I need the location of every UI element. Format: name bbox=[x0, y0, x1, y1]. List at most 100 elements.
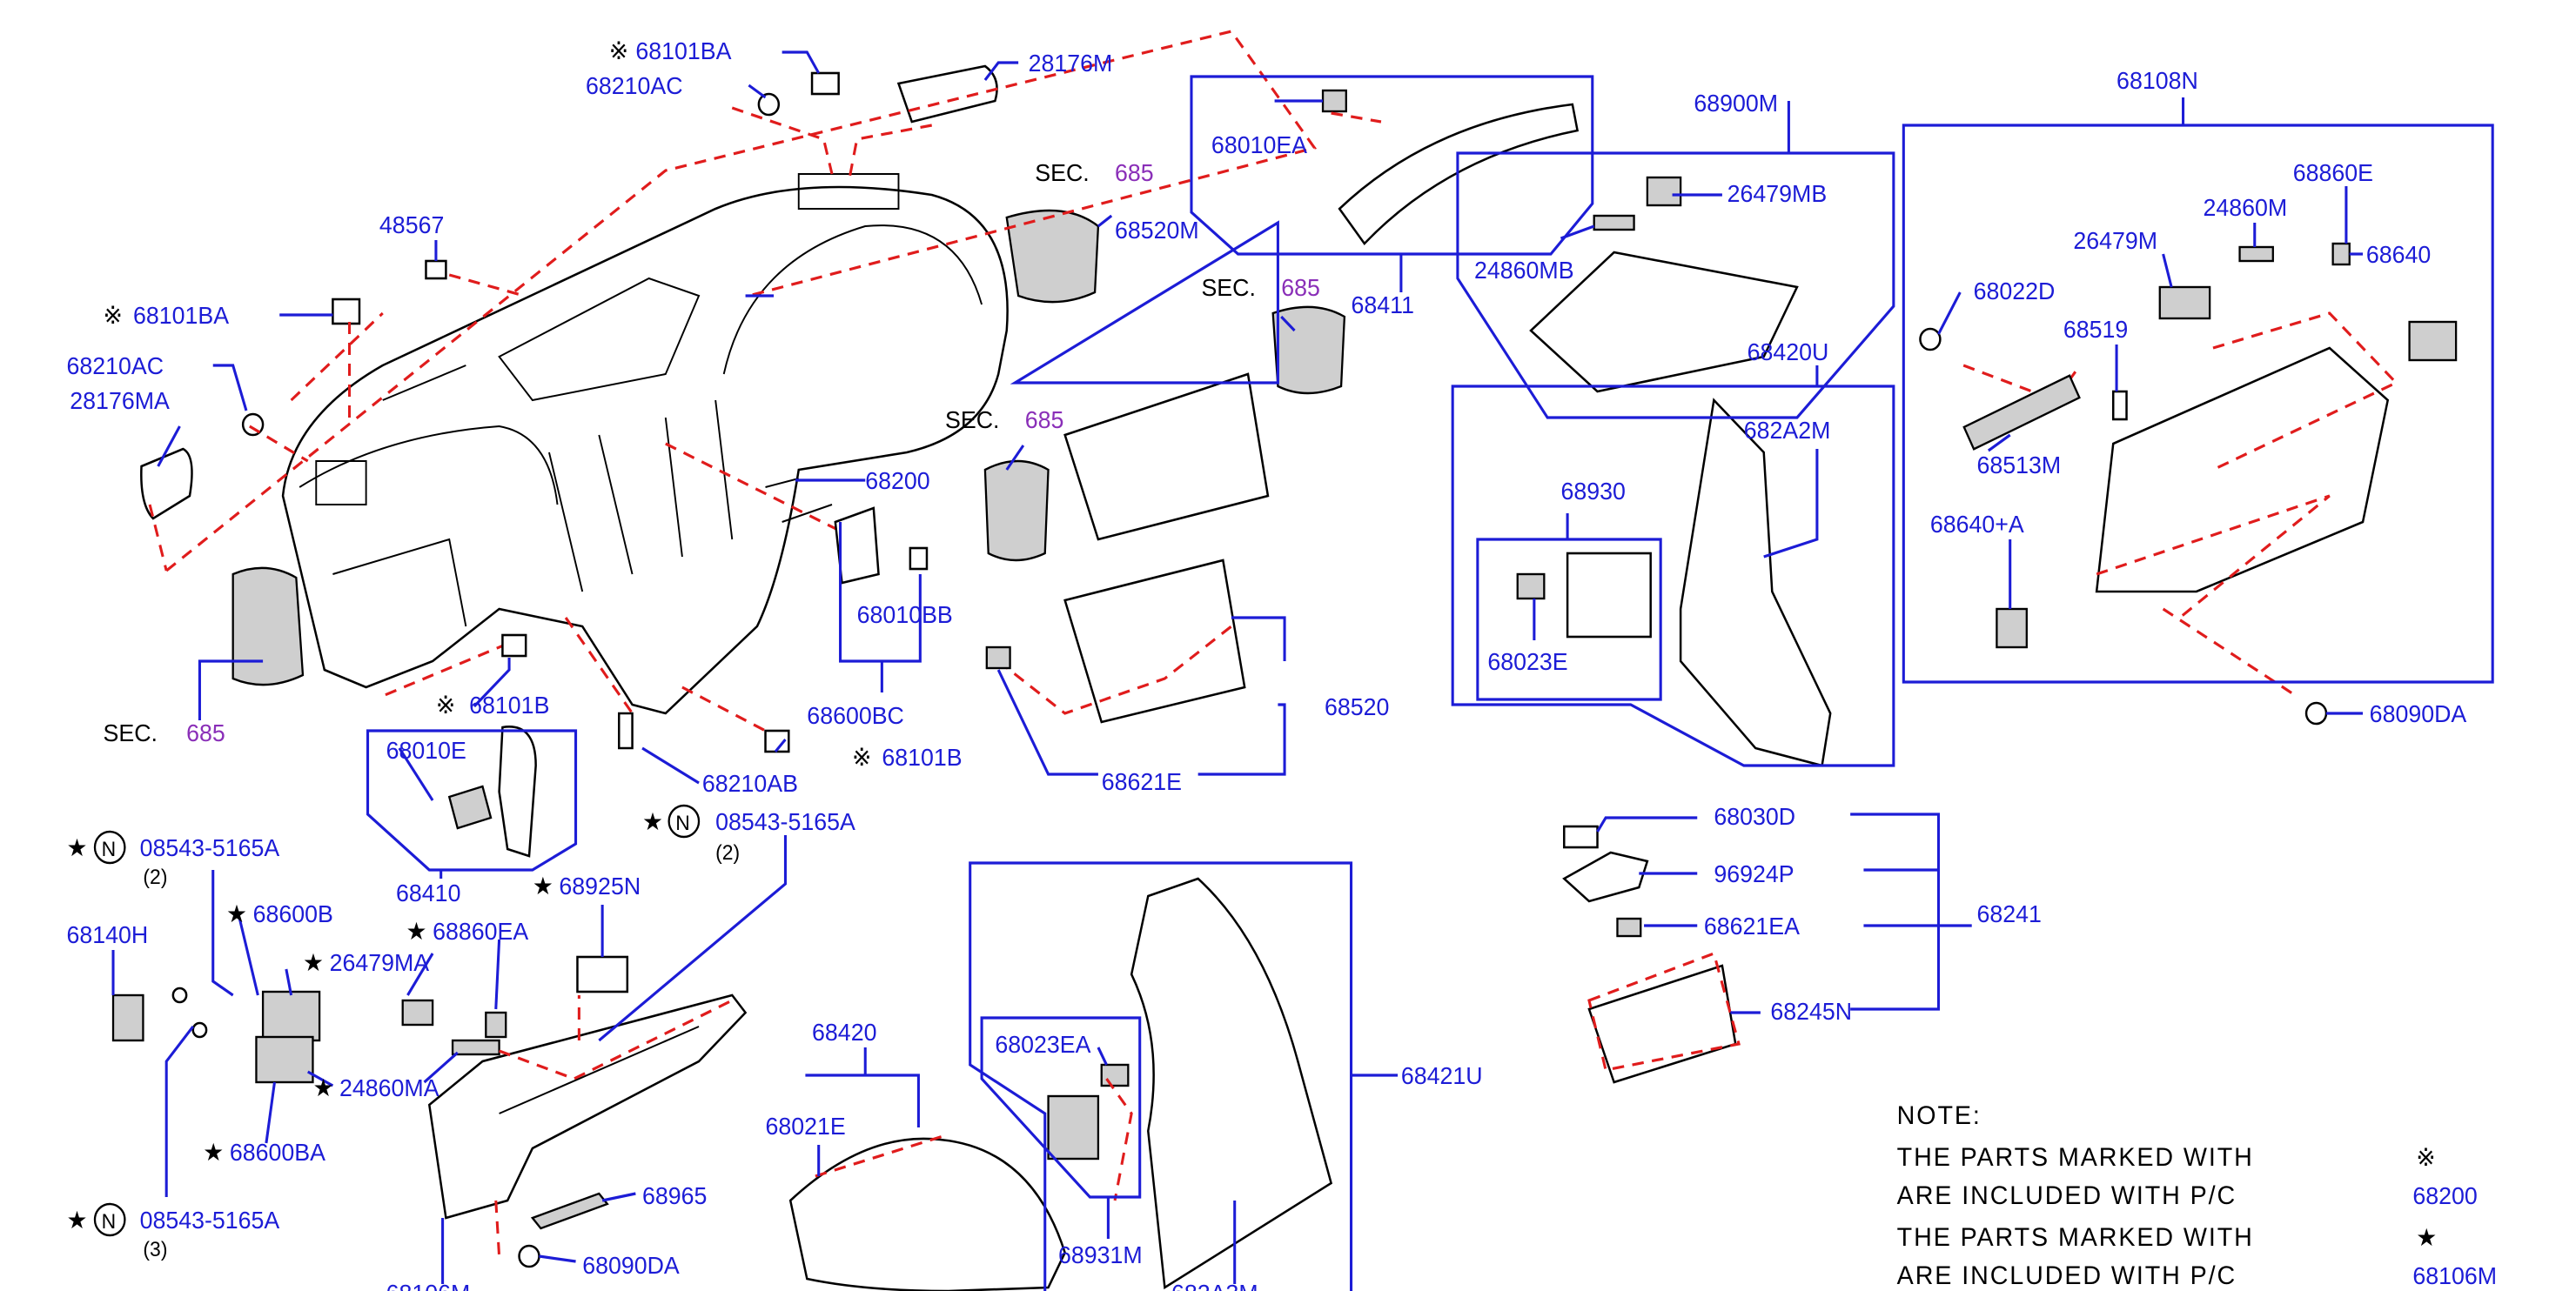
label-68010E: 68010E bbox=[386, 736, 466, 764]
label-24860M: 24860M bbox=[2203, 193, 2287, 221]
lid-28176M bbox=[896, 64, 998, 124]
label-68600BA: 68600BA bbox=[230, 1138, 326, 1166]
note-star-mark: ★ bbox=[2416, 1223, 2437, 1251]
clip-68101BA-left bbox=[332, 298, 361, 325]
label-68010EA: 68010EA bbox=[1211, 130, 1308, 158]
part-68965 bbox=[530, 1192, 609, 1230]
label-68420: 68420 bbox=[812, 1018, 876, 1046]
label-68023E: 68023E bbox=[1487, 647, 1567, 675]
label-68090DA-bottom: 68090DA bbox=[582, 1251, 680, 1279]
part-68140H bbox=[111, 993, 144, 1042]
label-68965: 68965 bbox=[642, 1181, 707, 1209]
label-68101BA-top: 68101BA bbox=[635, 37, 732, 64]
qty-08543-left1: (2) bbox=[143, 866, 167, 889]
label-682A3M: 682A3M bbox=[1171, 1279, 1258, 1291]
screw-68090DA-bottom bbox=[518, 1244, 540, 1268]
label-26479M: 26479M bbox=[2073, 226, 2157, 254]
bracket-68600BC bbox=[834, 506, 880, 585]
sec-number-top: 685 bbox=[1115, 158, 1154, 186]
frame-68520M bbox=[1063, 372, 1270, 541]
part-26479M bbox=[2158, 285, 2211, 320]
label-68930: 68930 bbox=[1560, 477, 1625, 505]
clip-68101BA-top bbox=[810, 71, 840, 96]
label-68621E: 68621E bbox=[1102, 767, 1182, 795]
label-68520M: 68520M bbox=[1115, 216, 1199, 244]
label-68600BC: 68600BC bbox=[807, 701, 904, 729]
star-mark-24860MA: ★ bbox=[312, 1074, 333, 1101]
screw-68210AB bbox=[618, 712, 634, 750]
part-68621EA bbox=[1616, 917, 1642, 938]
part-96924P bbox=[1562, 851, 1649, 903]
part-68640A bbox=[1996, 607, 2028, 649]
box-68930 bbox=[1476, 538, 1662, 701]
bezel-68900M bbox=[1529, 251, 1799, 393]
label-68860EA: 68860EA bbox=[433, 917, 529, 945]
switch-68600BA bbox=[255, 1035, 314, 1084]
box-68108N bbox=[1902, 124, 2494, 684]
part-68519 bbox=[2111, 390, 2128, 421]
part-68931M bbox=[1047, 1094, 1100, 1161]
qty-08543-mid: (2) bbox=[715, 841, 740, 865]
damper-68513M bbox=[1962, 374, 2081, 451]
sec-number-right: 685 bbox=[1281, 273, 1320, 301]
clip-48567 bbox=[425, 259, 447, 280]
label-68021E: 68021E bbox=[766, 1112, 846, 1140]
glovebox-68108N bbox=[2095, 346, 2390, 593]
kome-mark-68101B-right: ※ bbox=[852, 743, 871, 771]
label-68600B: 68600B bbox=[253, 900, 333, 927]
label-68140H: 68140H bbox=[66, 920, 148, 948]
note-line-2: ARE INCLUDED WITH P/C bbox=[1897, 1181, 2237, 1210]
leader-lines bbox=[111, 50, 2364, 1284]
box-68931M bbox=[980, 1016, 1142, 1199]
part-26479MA bbox=[401, 999, 434, 1027]
label-68108N: 68108N bbox=[2116, 66, 2198, 94]
label-08543-mid: 08543-5165A bbox=[715, 807, 855, 835]
clip-68023EA bbox=[1100, 1063, 1130, 1087]
part-68860EA bbox=[485, 1011, 507, 1039]
label-26479MB: 26479MB bbox=[1727, 179, 1828, 207]
label-68030D: 68030D bbox=[1714, 802, 1795, 830]
note-kome-mark: ※ bbox=[2416, 1143, 2435, 1171]
part-68410 bbox=[498, 726, 537, 858]
vent-lower-center bbox=[983, 459, 1050, 562]
label-68210AC-left: 68210AC bbox=[66, 351, 164, 379]
label-68421U: 68421U bbox=[1401, 1061, 1483, 1089]
label-68200: 68200 bbox=[865, 466, 929, 494]
label-26479MA: 26479MA bbox=[330, 948, 430, 976]
circle-n-letter-mid: N bbox=[675, 812, 690, 835]
label-28176M: 28176M bbox=[1029, 49, 1113, 77]
label-68210AC-top: 68210AC bbox=[586, 71, 683, 99]
label-28176MA: 28176MA bbox=[70, 386, 170, 414]
sec-word-right: SEC. bbox=[1201, 273, 1255, 301]
pillar-682A3M bbox=[1130, 877, 1333, 1290]
star-mark-08543-mid: ★ bbox=[642, 807, 663, 835]
clip-68621E bbox=[985, 646, 1011, 670]
label-682A2M: 682A2M bbox=[1744, 416, 1831, 444]
label-68106M: 68106M bbox=[386, 1279, 471, 1291]
part-68860E bbox=[2331, 242, 2351, 266]
sec-number-center: 685 bbox=[1025, 405, 1064, 433]
kome-mark-68101B-mid: ※ bbox=[436, 691, 455, 719]
screw-68090DA-right bbox=[2304, 701, 2328, 726]
clip-68010E bbox=[447, 785, 493, 830]
label-48567: 48567 bbox=[379, 211, 444, 238]
label-68101BA-left: 68101BA bbox=[133, 301, 230, 329]
circle-n-letter-left1: N bbox=[102, 838, 117, 861]
star-mark-68600BA: ★ bbox=[203, 1138, 224, 1166]
label-68900M: 68900M bbox=[1694, 89, 1778, 117]
label-68410: 68410 bbox=[396, 879, 460, 906]
screw-08543-left2 bbox=[191, 1021, 208, 1039]
sec-word-center: SEC. bbox=[945, 405, 999, 433]
trim-68411 bbox=[1338, 103, 1580, 245]
cluster-lid-68420 bbox=[788, 1137, 1067, 1291]
box-68520M bbox=[1010, 220, 1279, 385]
clip-68010BB bbox=[909, 546, 929, 571]
circle-n-icon-mid bbox=[667, 804, 701, 839]
clip-68010EA bbox=[1321, 89, 1347, 113]
box-68410 bbox=[366, 729, 578, 872]
vent-top-center bbox=[1005, 209, 1100, 304]
box-68420U bbox=[1451, 385, 1895, 767]
label-68022D: 68022D bbox=[1974, 277, 2056, 304]
label-68520: 68520 bbox=[1325, 692, 1389, 720]
